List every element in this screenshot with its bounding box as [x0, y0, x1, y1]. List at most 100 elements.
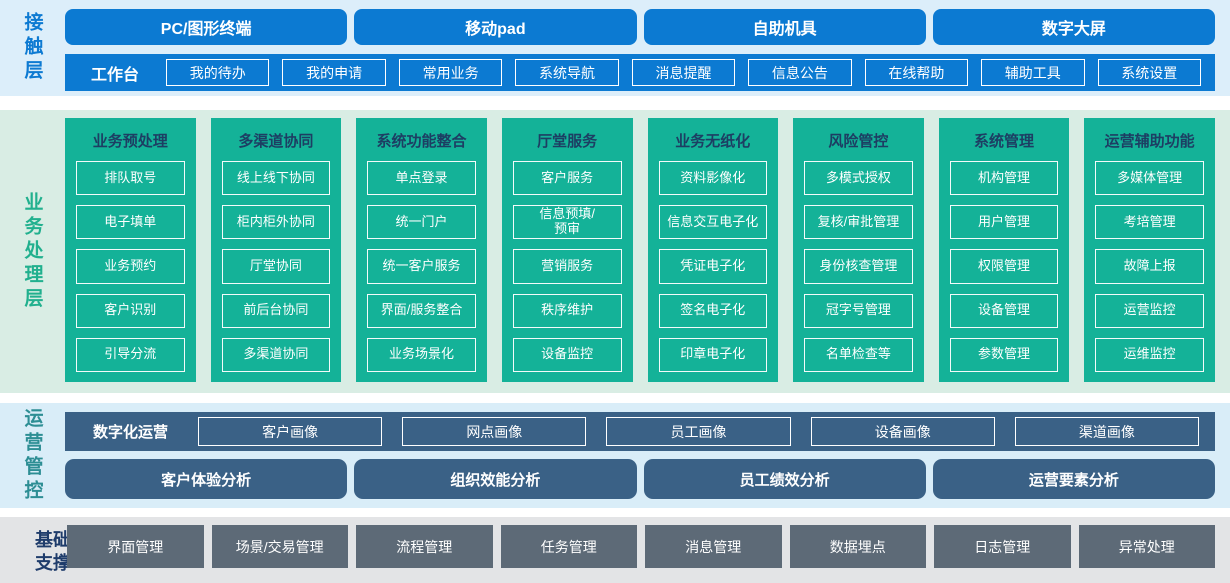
column-item: 业务预约: [76, 249, 185, 284]
column-title: 系统功能整合: [376, 133, 467, 150]
analysis-item: 员工绩效分析: [643, 459, 926, 499]
business-layer-label: 业务处理层: [21, 191, 43, 312]
column-item: 前后台协同: [221, 293, 331, 328]
workbench-bar: 工作台 我的待办 我的申请 常用业务 系统导航 消息提醒 信息公告 在线帮助 辅…: [65, 54, 1215, 91]
column-risk: 风险管控 多模式授权 复核/审批管理 身份核查管理 冠字号管理 名单检查等: [793, 118, 924, 382]
column-item: 秩序维护: [512, 293, 622, 328]
column-item: 名单检查等: [804, 337, 913, 373]
column-title: 风险管控: [828, 133, 889, 150]
column-item: 统一门户: [367, 205, 476, 240]
workbench-label: 工作台: [91, 66, 140, 84]
digital-operation-label: 数字化运营: [93, 424, 169, 441]
analysis-item: 客户体验分析: [65, 459, 348, 499]
column-item: 设备监控: [512, 337, 622, 373]
column-integration: 系统功能整合 单点登录 统一门户 统一客户服务 界面/服务整合 业务场景化: [356, 118, 487, 382]
workbench-item: 我的待办: [166, 59, 270, 86]
workbench-item: 我的申请: [282, 59, 386, 86]
contact-layer-label: 接触层: [21, 12, 43, 84]
column-item: 统一客户服务: [367, 249, 476, 284]
column-item: 线上线下协同: [221, 161, 331, 196]
foundation-row: 界面管理 场景/交易管理 流程管理 任务管理 消息管理 数据埋点 日志管理 异常…: [67, 525, 1215, 568]
terminal-selfservice: 自助机具: [643, 9, 926, 45]
terminal-bigscreen: 数字大屏: [932, 9, 1215, 45]
foundation-layer-band: 基础支撑 界面管理 场景/交易管理 流程管理 任务管理 消息管理 数据埋点 日志…: [0, 517, 1230, 583]
contact-layer-band: 接触层 PC/图形终端 移动pad 自助机具 数字大屏 工作台 我的待办 我的申…: [0, 0, 1230, 96]
column-item: 运营监控: [1095, 293, 1204, 328]
column-title: 厅堂服务: [537, 133, 598, 150]
column-preprocess: 业务预处理 排队取号 电子填单 业务预约 客户识别 引导分流: [65, 118, 196, 382]
workbench-item: 辅助工具: [981, 59, 1085, 86]
business-columns: 业务预处理 排队取号 电子填单 业务预约 客户识别 引导分流 多渠道协同 线上线…: [65, 118, 1215, 382]
column-item: 客户服务: [512, 161, 622, 196]
column-item: 多模式授权: [804, 161, 913, 196]
column-item: 单点登录: [367, 161, 476, 196]
column-item: 厅堂协同: [221, 249, 331, 284]
foundation-item: 流程管理: [356, 525, 493, 568]
portrait-item: 渠道画像: [1014, 417, 1200, 446]
workbench-item: 系统设置: [1097, 59, 1201, 86]
column-item: 凭证电子化: [658, 249, 768, 284]
column-title: 多渠道协同: [238, 133, 314, 150]
column-paperless: 业务无纸化 资料影像化 信息交互电子化 凭证电子化 签名电子化 印章电子化: [647, 118, 779, 382]
foundation-item: 异常处理: [1078, 525, 1215, 568]
column-item: 客户识别: [76, 293, 185, 328]
analysis-row: 客户体验分析 组织效能分析 员工绩效分析 运营要素分析: [65, 459, 1215, 499]
column-item: 设备管理: [949, 293, 1059, 328]
column-item: 参数管理: [949, 337, 1059, 373]
column-item: 电子填单: [76, 205, 185, 240]
analysis-item: 组织效能分析: [354, 459, 637, 499]
foundation-item: 消息管理: [645, 525, 782, 568]
column-item: 考培管理: [1095, 205, 1204, 240]
operation-layer-label: 运营管控: [21, 407, 43, 504]
foundation-item: 场景/交易管理: [211, 525, 348, 568]
foundation-item: 日志管理: [934, 525, 1071, 568]
column-title: 业务无纸化: [675, 133, 751, 150]
column-item: 运维监控: [1095, 337, 1204, 373]
column-item: 用户管理: [949, 205, 1059, 240]
portrait-item: 员工画像: [606, 417, 791, 446]
column-item: 柜内柜外协同: [221, 205, 331, 240]
analysis-item: 运营要素分析: [932, 459, 1215, 499]
business-layer-band: 业务处理层 业务预处理 排队取号 电子填单 业务预约 客户识别 引导分流 多渠道…: [0, 110, 1230, 393]
column-hall-service: 厅堂服务 客户服务 信息预填/ 预审 营销服务 秩序维护 设备监控: [501, 118, 633, 382]
terminal-row: PC/图形终端 移动pad 自助机具 数字大屏: [65, 9, 1215, 45]
workbench-item: 信息公告: [748, 59, 852, 86]
foundation-layer-label: 基础支撑: [35, 530, 71, 573]
terminal-pc: PC/图形终端: [65, 9, 348, 45]
column-item: 营销服务: [512, 249, 622, 284]
column-sysadmin: 系统管理 机构管理 用户管理 权限管理 设备管理 参数管理: [938, 118, 1070, 382]
column-title: 业务预处理: [92, 133, 168, 150]
terminal-pad: 移动pad: [354, 9, 637, 45]
portrait-item: 网点画像: [402, 417, 587, 446]
column-item: 信息交互电子化: [658, 205, 768, 240]
portrait-item: 客户画像: [198, 417, 383, 446]
workbench-item: 系统导航: [515, 59, 619, 86]
column-item: 权限管理: [949, 249, 1059, 284]
column-title: 系统管理: [974, 133, 1035, 150]
foundation-item: 任务管理: [500, 525, 637, 568]
column-multichannel: 多渠道协同 线上线下协同 柜内柜外协同 厅堂协同 前后台协同 多渠道协同: [210, 118, 342, 382]
column-item: 多渠道协同: [221, 337, 331, 373]
foundation-item: 数据埋点: [789, 525, 926, 568]
column-title: 运营辅助功能: [1104, 133, 1195, 150]
column-item: 业务场景化: [367, 337, 476, 373]
column-item: 机构管理: [949, 161, 1059, 196]
column-item: 签名电子化: [658, 293, 768, 328]
operation-layer-band: 运营管控 数字化运营 客户画像 网点画像 员工画像 设备画像 渠道画像 客户体验…: [0, 403, 1230, 508]
column-item: 多媒体管理: [1095, 161, 1204, 196]
workbench-item: 消息提醒: [631, 59, 736, 86]
column-item: 排队取号: [76, 161, 185, 196]
column-item: 复核/审批管理: [804, 205, 913, 240]
digital-operation-bar: 数字化运营 客户画像 网点画像 员工画像 设备画像 渠道画像: [65, 412, 1215, 451]
column-item: 印章电子化: [658, 337, 768, 373]
column-item: 界面/服务整合: [367, 293, 476, 328]
workbench-item: 常用业务: [398, 59, 503, 86]
column-item: 资料影像化: [658, 161, 768, 196]
column-item: 故障上报: [1095, 249, 1204, 284]
portrait-item: 设备画像: [810, 417, 995, 446]
workbench-item: 在线帮助: [864, 59, 969, 86]
column-item: 身份核查管理: [804, 249, 913, 284]
column-item: 信息预填/ 预审: [512, 205, 622, 240]
column-item: 引导分流: [76, 337, 185, 373]
foundation-item: 界面管理: [67, 525, 204, 568]
